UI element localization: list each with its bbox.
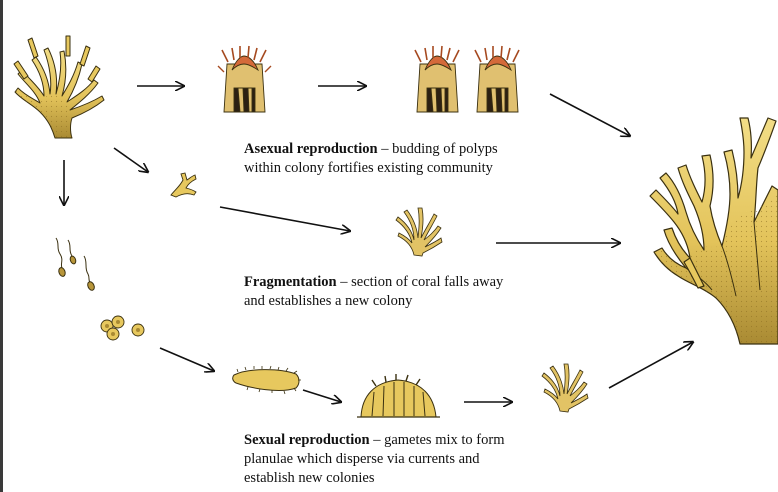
parent-coral-colony-icon xyxy=(13,35,105,139)
arrow-parent-to-fragment xyxy=(113,147,148,172)
caption-fragmentation-term: Fragmentation xyxy=(244,274,337,290)
caption-asexual-term: Asexual reproduction xyxy=(244,141,378,157)
settled-polyp-icon xyxy=(357,374,440,418)
polyp-icon xyxy=(217,45,272,113)
budding-polyps-icon xyxy=(414,45,520,113)
caption-asexual-line1: – budding of polyps xyxy=(377,141,498,157)
caption-fragmentation-line2: and establishes a new colony xyxy=(244,293,413,309)
small-colony-icon xyxy=(395,207,443,257)
arrow-budding-to-mature xyxy=(549,93,630,136)
sperm-icon xyxy=(55,237,95,291)
caption-fragmentation: Fragmentation – section of coral falls a… xyxy=(244,273,564,311)
left-frame-border xyxy=(0,0,3,492)
arrow-eggs-to-planula xyxy=(159,347,214,371)
mature-coral-colony-icon xyxy=(649,117,778,345)
gamete-eggs-icon xyxy=(100,315,145,341)
caption-sexual-term: Sexual reproduction xyxy=(244,432,370,448)
caption-sexual-line1: – gametes mix to form xyxy=(369,432,505,448)
arrow-planula-to-polyp xyxy=(302,389,341,402)
fragment-icon xyxy=(170,172,197,198)
juvenile-colony-icon xyxy=(541,363,589,413)
caption-sexual-line3: establish new colonies xyxy=(244,470,375,486)
caption-fragmentation-line1: – section of coral falls away xyxy=(336,274,504,290)
caption-asexual-line2: within colony fortifies existing communi… xyxy=(244,160,493,176)
arrow-fragment-to-colony xyxy=(219,206,350,231)
caption-asexual: Asexual reproduction – budding of polyps… xyxy=(244,140,564,178)
arrow-juvenile-to-mature xyxy=(608,342,693,389)
caption-sexual: Sexual reproduction – gametes mix to for… xyxy=(244,431,564,488)
caption-sexual-line2: planulae which disperse via currents and xyxy=(244,451,480,467)
arrows xyxy=(64,86,693,402)
planula-larva-icon xyxy=(232,365,301,395)
